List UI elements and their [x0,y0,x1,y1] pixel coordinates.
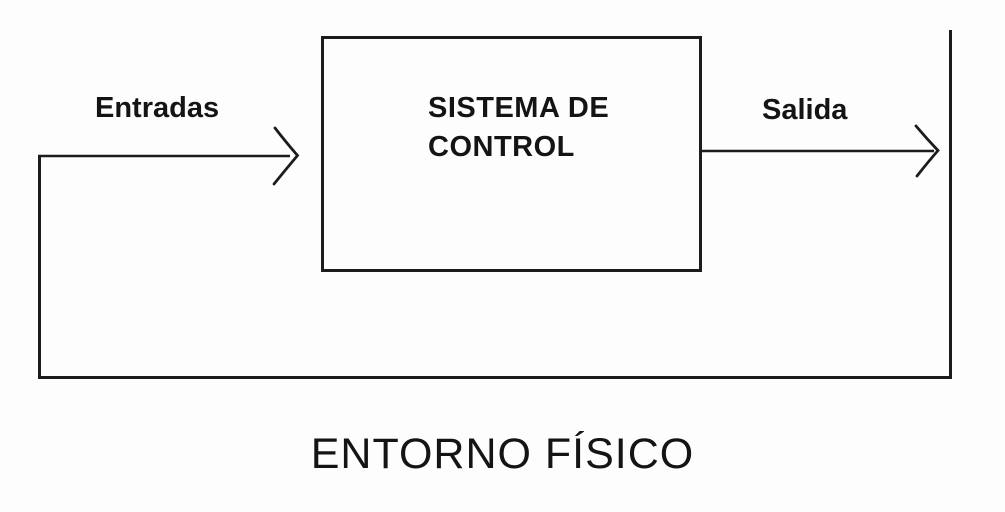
environment-label: ENTORNO FÍSICO [310,430,695,478]
arrowhead-right-icon [272,126,300,186]
input-arrow-label: Entradas [95,92,220,124]
control-system-box: SISTEMA DE CONTROL [321,36,702,272]
feedback-loop-line [38,30,952,379]
control-system-box-label: SISTEMA DE CONTROL [428,92,610,163]
arrowhead-right-icon [914,124,940,178]
output-arrow-label: Salida [762,94,848,126]
